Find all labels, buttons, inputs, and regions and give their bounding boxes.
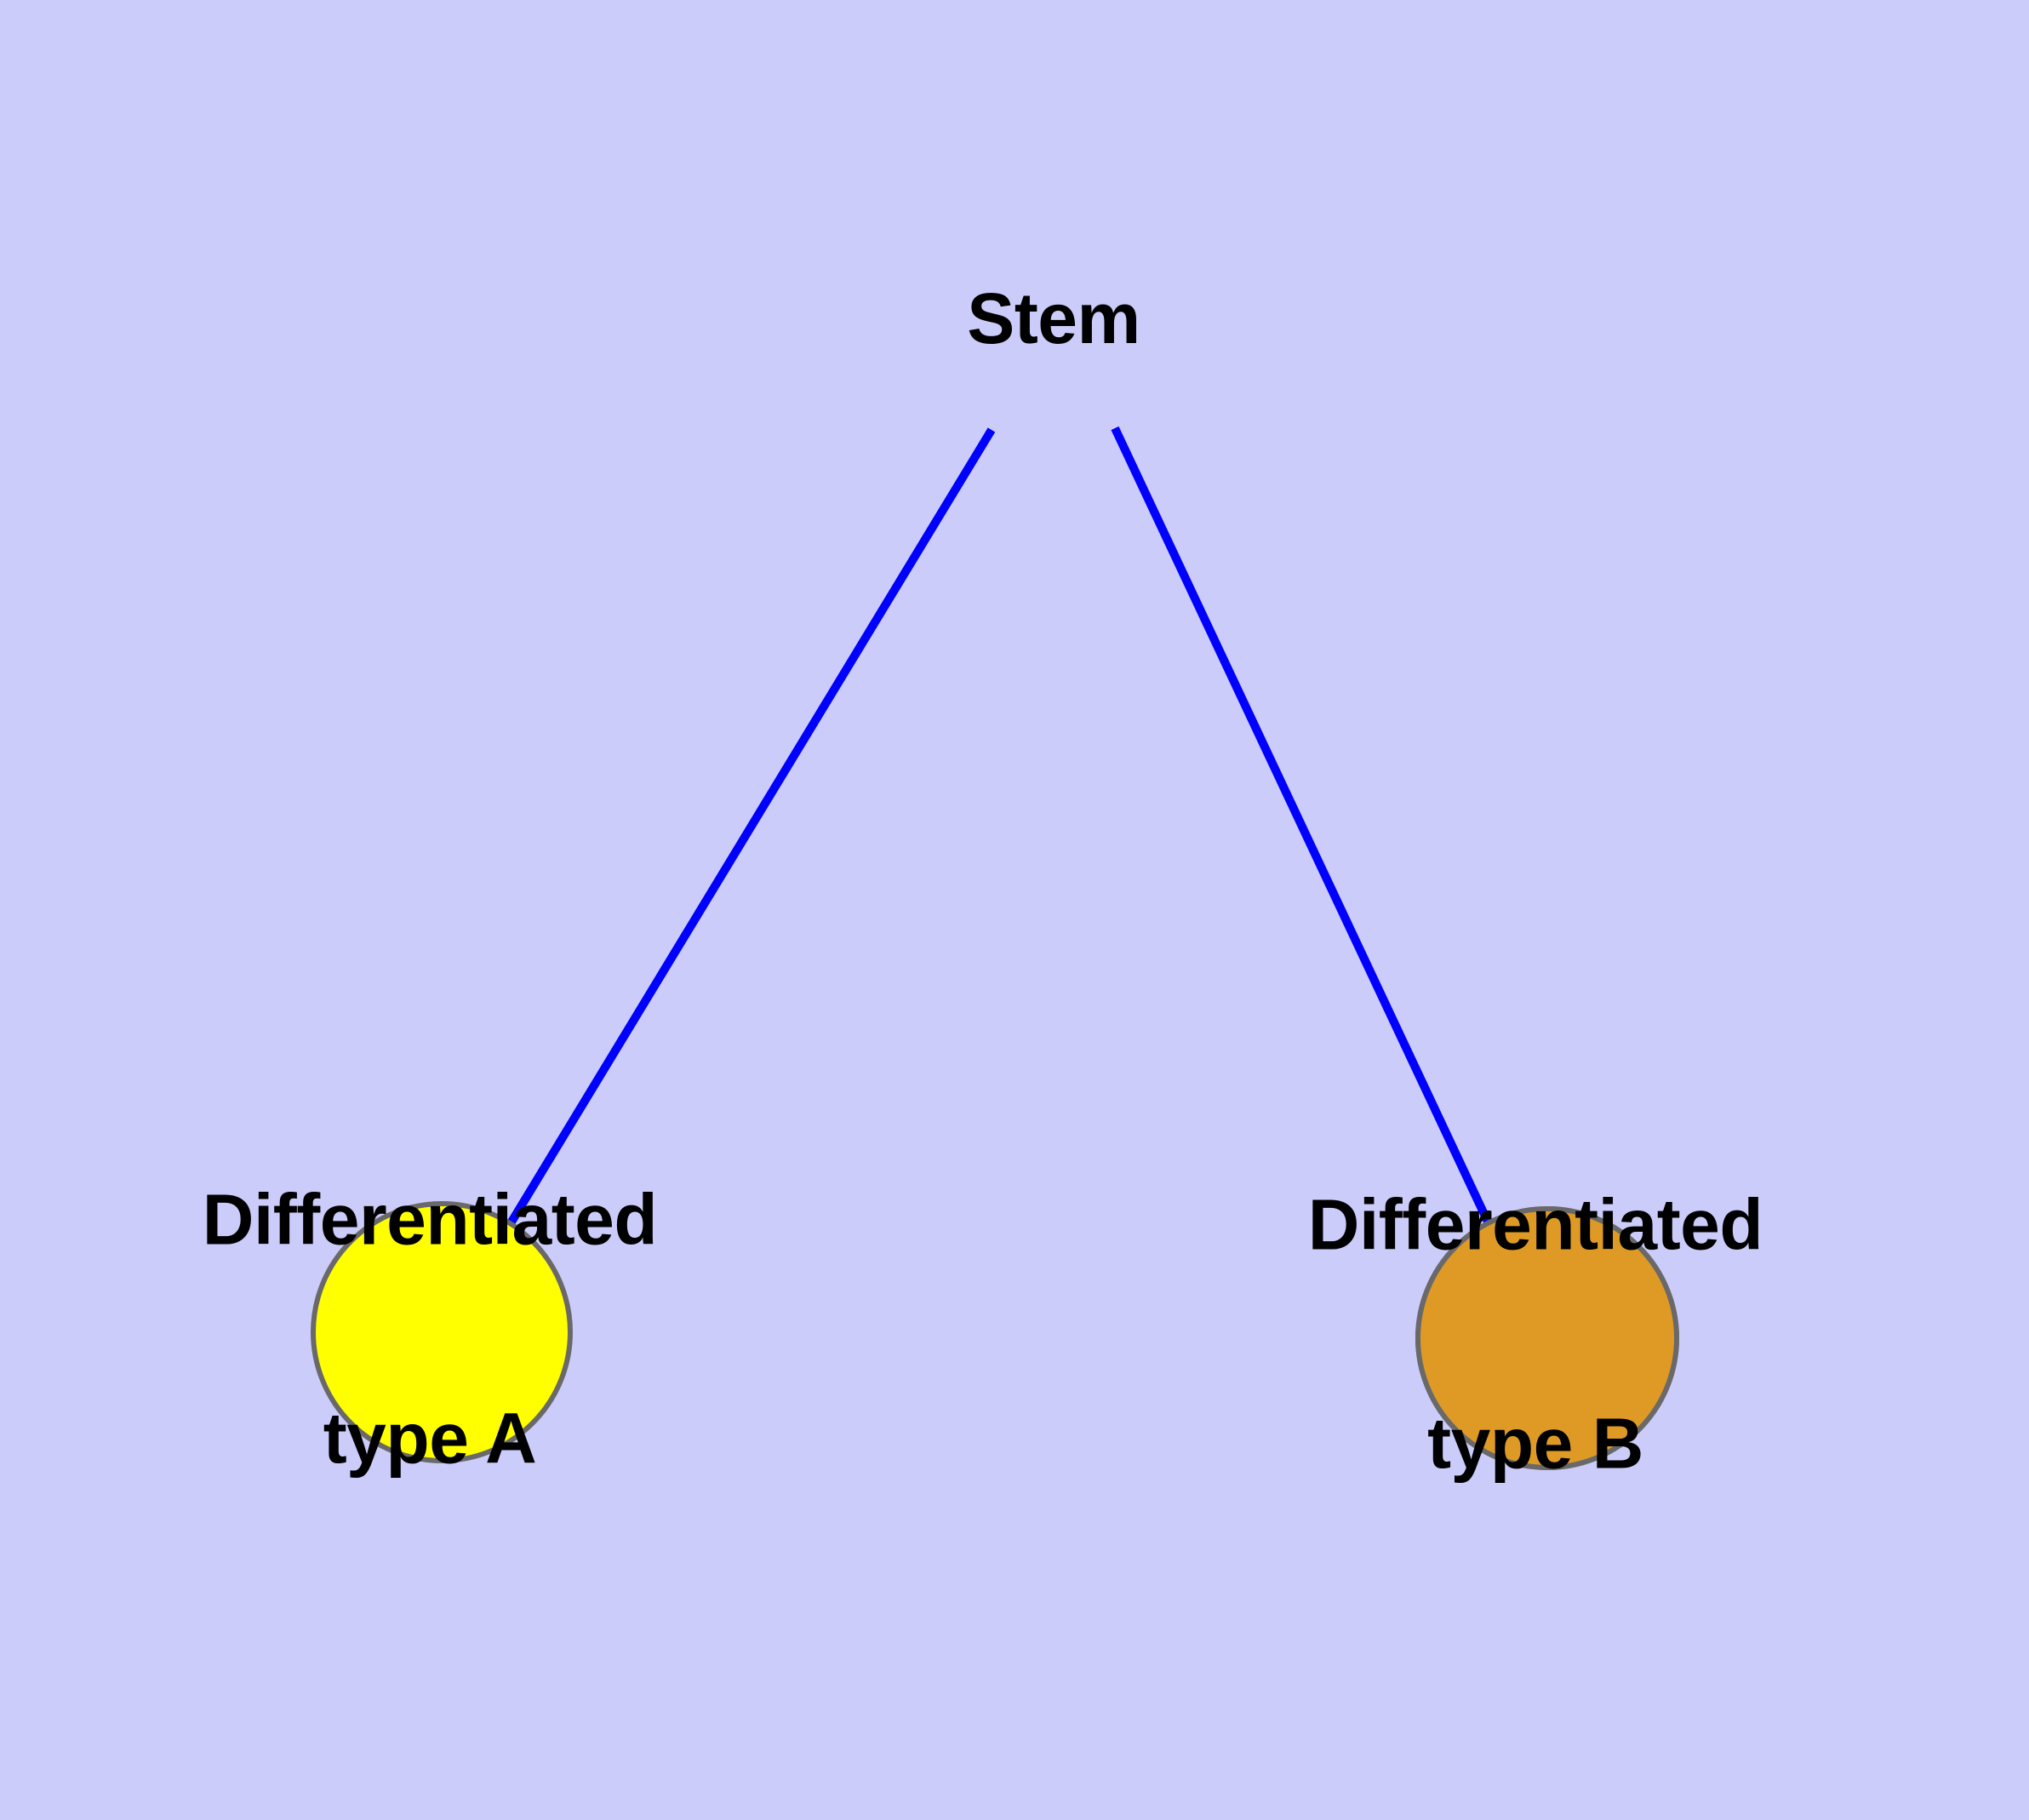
node-differentiated-type-b[interactable]: [1415, 1206, 1679, 1470]
edge-stem-to-differentiated-type-a[interactable]: [506, 427, 996, 1226]
edge-stem-to-differentiated-type-b[interactable]: [1111, 426, 1492, 1224]
edge-layer: [506, 426, 1492, 1226]
node-stem[interactable]: [311, 1201, 573, 1463]
node-layer: [311, 1201, 1679, 1470]
